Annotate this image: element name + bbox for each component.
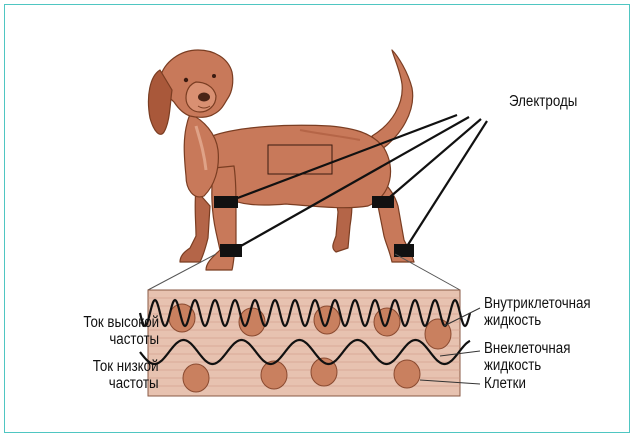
high-frequency-current-label: Ток высокой частоты <box>83 314 159 348</box>
extracellular-fluid-label: Внеклеточная жидкость <box>484 340 570 374</box>
low-frequency-current-label: Ток низкой частоты <box>93 358 159 392</box>
intracellular-fluid-line-1: Внутриклеточная <box>484 295 591 312</box>
dog-eye-far <box>212 74 216 78</box>
dog-tail <box>372 50 413 152</box>
cell <box>314 306 340 334</box>
dog-eye <box>184 78 188 82</box>
electrode-hind-upper <box>372 196 394 208</box>
dog-icon <box>148 50 414 270</box>
cells-label-text: Клетки <box>484 375 526 392</box>
cell <box>394 360 420 388</box>
extracellular-fluid-line-2: жидкость <box>484 357 570 374</box>
intracellular-fluid-label: Внутриклеточная жидкость <box>484 295 591 329</box>
low-frequency-current-line-1: Ток низкой <box>93 358 159 375</box>
electrodes-label-text: Электроды <box>509 93 577 110</box>
cells-label: Клетки <box>484 375 526 392</box>
dog-nose <box>198 93 210 102</box>
electrodes-label: Электроды <box>509 93 577 110</box>
cell <box>261 361 287 389</box>
electrode-front-lower <box>220 244 242 257</box>
cell <box>183 364 209 392</box>
electrode-front-upper <box>214 196 238 208</box>
high-frequency-current-line-1: Ток высокой <box>83 314 159 331</box>
extracellular-fluid-line-1: Внеклеточная <box>484 340 570 357</box>
high-frequency-current-line-2: частоты <box>83 331 159 348</box>
low-frequency-current-line-2: частоты <box>93 375 159 392</box>
intracellular-fluid-line-2: жидкость <box>484 312 591 329</box>
dog-front-leg-far <box>180 190 210 262</box>
